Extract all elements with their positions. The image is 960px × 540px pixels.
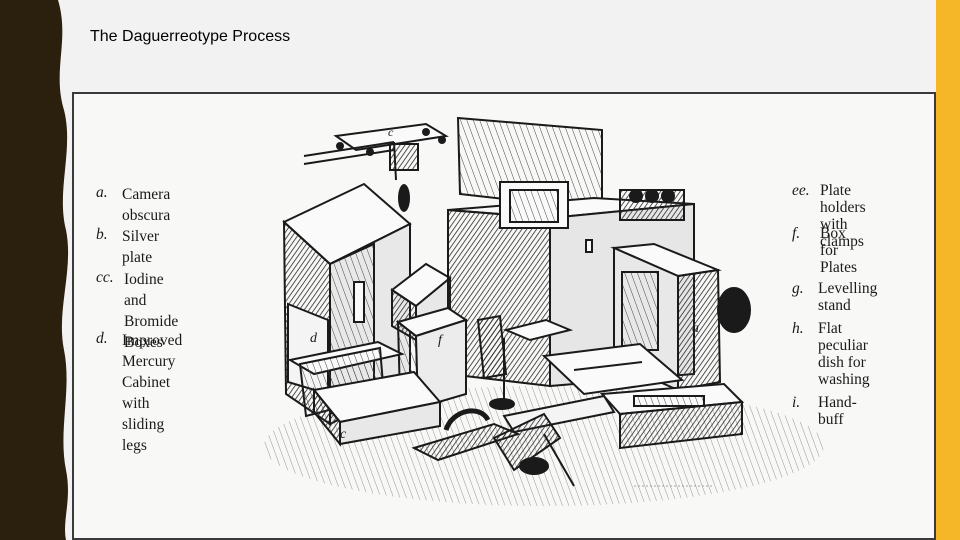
callout-a: a xyxy=(692,321,699,336)
legend-letter: f. xyxy=(792,225,801,242)
daguerreotype-apparatus-illustration: d a xyxy=(264,116,824,506)
slide-title: The Daguerreotype Process xyxy=(90,28,291,45)
accent-bar xyxy=(936,0,960,540)
legend-text: Flat peculiar dish for washing xyxy=(818,320,870,388)
legend-letter: d. xyxy=(96,330,108,347)
callout-d: d xyxy=(310,331,318,346)
callout-c-lower: c xyxy=(340,427,347,442)
legend-letter: b. xyxy=(96,226,108,243)
legend-text: Improved Mercury Cabinet with sliding le… xyxy=(122,332,183,454)
callout-c-top: c xyxy=(388,125,394,139)
legend-text: Levelling stand xyxy=(818,280,878,314)
legend-letter: h. xyxy=(792,320,804,337)
legend-letter: i. xyxy=(792,394,801,411)
legend-letter: ee. xyxy=(792,182,810,199)
legend-text: Silver plate xyxy=(122,228,160,266)
legend-letter: cc. xyxy=(96,269,114,286)
legend-letter: g. xyxy=(792,280,804,297)
legend-text: Plate holders with clamps xyxy=(820,182,866,250)
legend-text: Box for Plates xyxy=(820,225,858,276)
decorative-left-strip xyxy=(0,0,72,540)
daguerreotype-engraving: d a xyxy=(72,92,936,540)
callout-f: f xyxy=(438,333,444,348)
legend-text: Iodine and Bromide Boxes xyxy=(124,271,179,351)
legend-text: Hand-buff xyxy=(818,394,857,428)
legend-letter: a. xyxy=(96,184,108,201)
legend-text: Camera obscura xyxy=(122,186,171,224)
